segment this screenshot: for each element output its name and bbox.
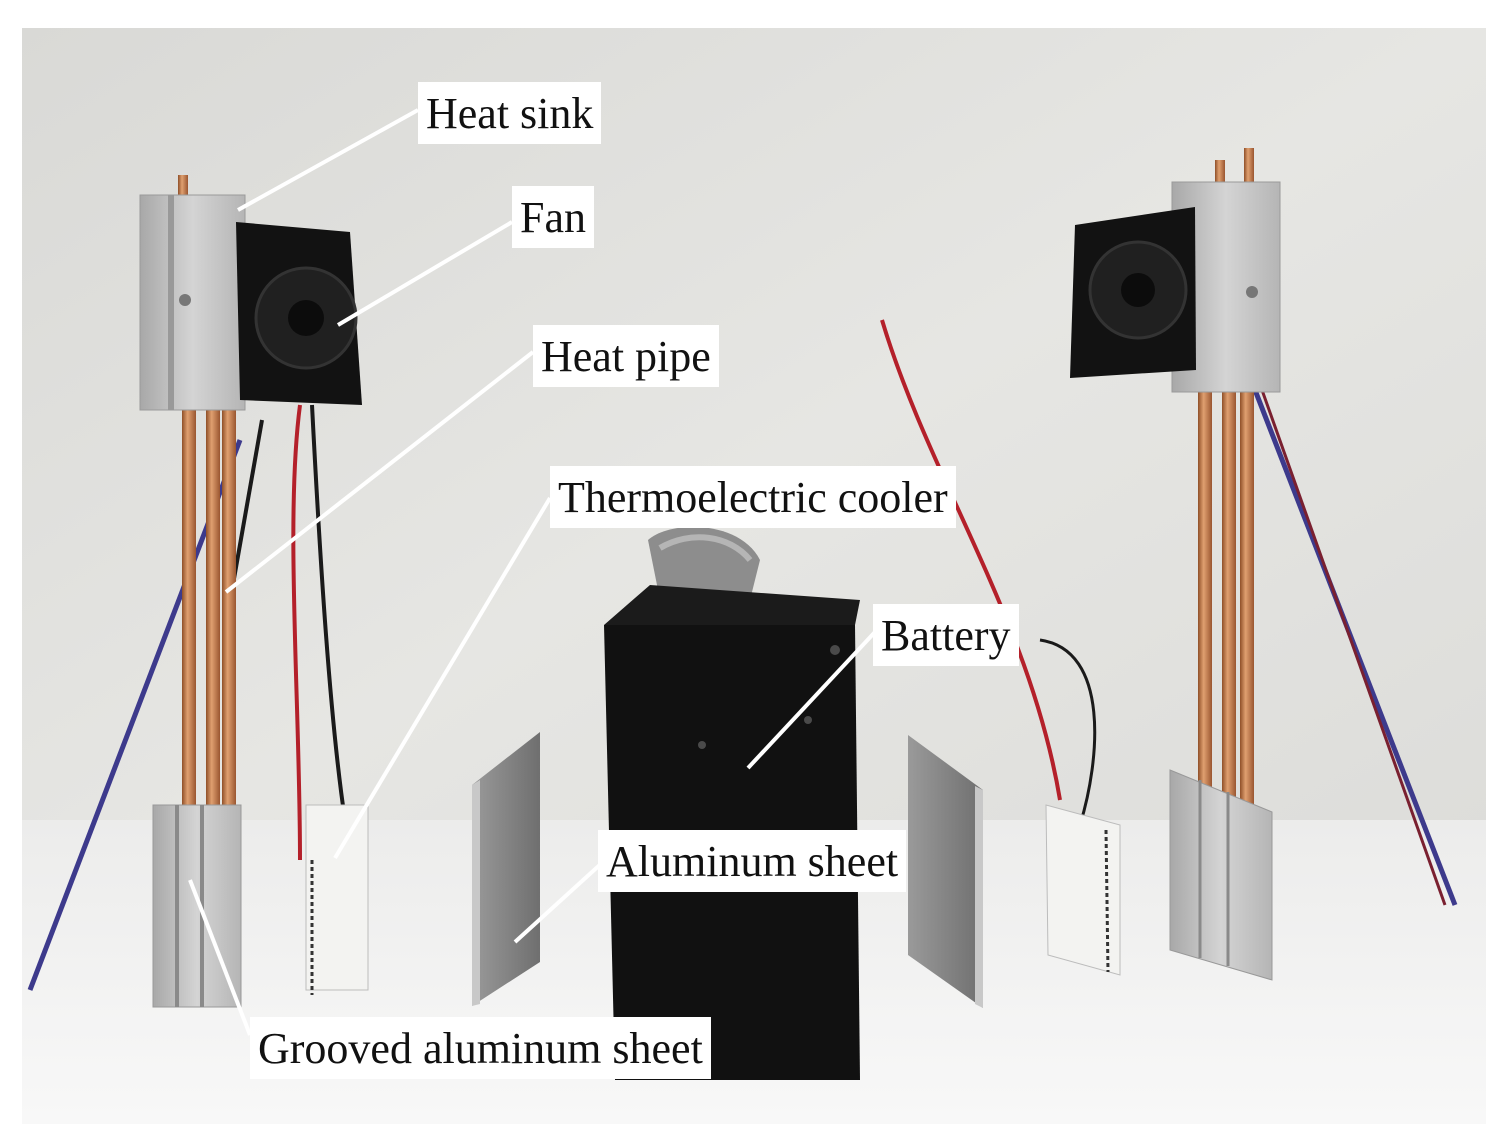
- left-thermoelectric-cooler: [305, 804, 369, 991]
- right-assembly: [880, 148, 1458, 981]
- left-dark-wire: [310, 404, 347, 821]
- leader-battery: [746, 630, 877, 770]
- label-heat-sink: Heat sink: [418, 82, 602, 144]
- right-heat-pipe-3: [1240, 385, 1254, 825]
- left-assembly: [27, 175, 369, 1008]
- right-grooved-sheet: [1169, 769, 1273, 981]
- right-thermoelectric-cooler: [1045, 804, 1121, 976]
- label-grooved-aluminum-sheet: Grooved aluminum sheet: [250, 1017, 711, 1079]
- label-aluminum-sheet: Aluminum sheet: [598, 830, 907, 892]
- leader-grooved-aluminum-sheet: [188, 879, 252, 1036]
- leader-heat-pipe: [224, 350, 535, 594]
- label-fan: Fan: [512, 186, 594, 248]
- left-heat-sink: [139, 194, 246, 411]
- label-heat-pipe: Heat pipe: [533, 325, 719, 387]
- leader-heat-sink: [237, 108, 419, 212]
- left-aluminum-sheet: [472, 732, 540, 1006]
- label-thermoelectric-cooler: Thermoelectric cooler: [550, 466, 956, 528]
- right-black-wire-center: [1039, 638, 1097, 826]
- right-red-wire: [1260, 389, 1447, 906]
- leader-fan: [336, 220, 514, 327]
- experimental-setup-photo: [22, 28, 1486, 1124]
- left-blue-wire: [27, 439, 243, 991]
- leader-lines: [188, 108, 877, 1036]
- right-heat-pipe-2: [1222, 380, 1236, 830]
- right-aluminum-sheet: [908, 735, 983, 1008]
- leader-thermoelectric-cooler: [333, 496, 552, 860]
- label-battery: Battery: [873, 604, 1019, 666]
- right-heat-pipe-1: [1198, 380, 1212, 830]
- left-black-wire: [230, 419, 264, 591]
- battery: [604, 526, 860, 1080]
- right-red-wire-center: [880, 319, 1062, 801]
- leader-aluminum-sheet: [513, 860, 605, 944]
- left-red-wire: [291, 404, 302, 861]
